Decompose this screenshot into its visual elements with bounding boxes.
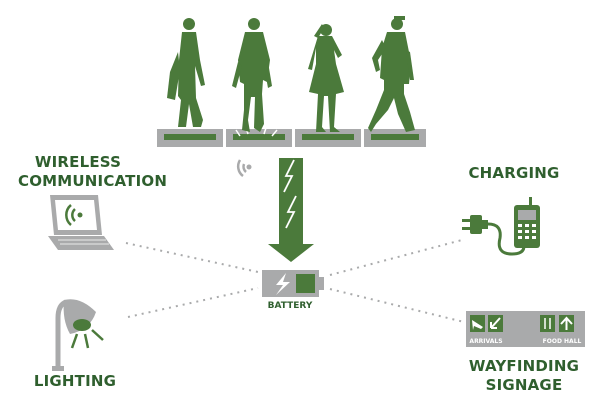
walker-2-icon xyxy=(232,18,272,132)
connector-lamp xyxy=(127,287,259,318)
plug-icon xyxy=(462,215,488,234)
walker-4-icon xyxy=(368,16,415,132)
walker-3-icon xyxy=(308,24,344,132)
connector-lines xyxy=(125,239,465,323)
laptop-icon xyxy=(48,195,114,250)
battery-icon xyxy=(262,270,324,297)
wayfinding-signage-label: WAYFINDING SIGNAGE xyxy=(462,357,586,395)
wireless-signal-icon xyxy=(236,159,252,178)
battery-label: BATTERY xyxy=(268,301,313,311)
wireless-label-line-1: WIRELESS xyxy=(34,153,122,171)
sign-arrivals-text: ARRIVALS xyxy=(469,338,502,345)
connector-laptop xyxy=(125,242,259,273)
connector-charging xyxy=(329,239,463,276)
charging-label: CHARGING xyxy=(468,164,560,182)
lighting-label: LIGHTING xyxy=(33,372,117,390)
sign-food-hall-text: FOOD HALL xyxy=(543,338,582,345)
wireless-communication-label: WIRELESS COMMUNICATION xyxy=(18,153,168,191)
energy-arrow-icon xyxy=(268,158,314,262)
lamp-icon xyxy=(52,299,104,371)
wayfinding-label-line-2: SIGNAGE xyxy=(485,376,563,394)
wayfinding-label-line-1: WAYFINDING xyxy=(468,357,580,375)
phone-icon xyxy=(514,197,540,248)
plug-phone-icon xyxy=(462,197,540,256)
walker-1-icon xyxy=(167,18,205,127)
people-walking-icons xyxy=(167,16,415,132)
wireless-label-line-2: COMMUNICATION xyxy=(18,172,168,190)
connector-wayfinding xyxy=(329,288,465,323)
wayfinding-sign-icon: ARRIVALS FOOD HALL xyxy=(466,311,585,347)
energy-floor-tiles xyxy=(157,127,426,147)
